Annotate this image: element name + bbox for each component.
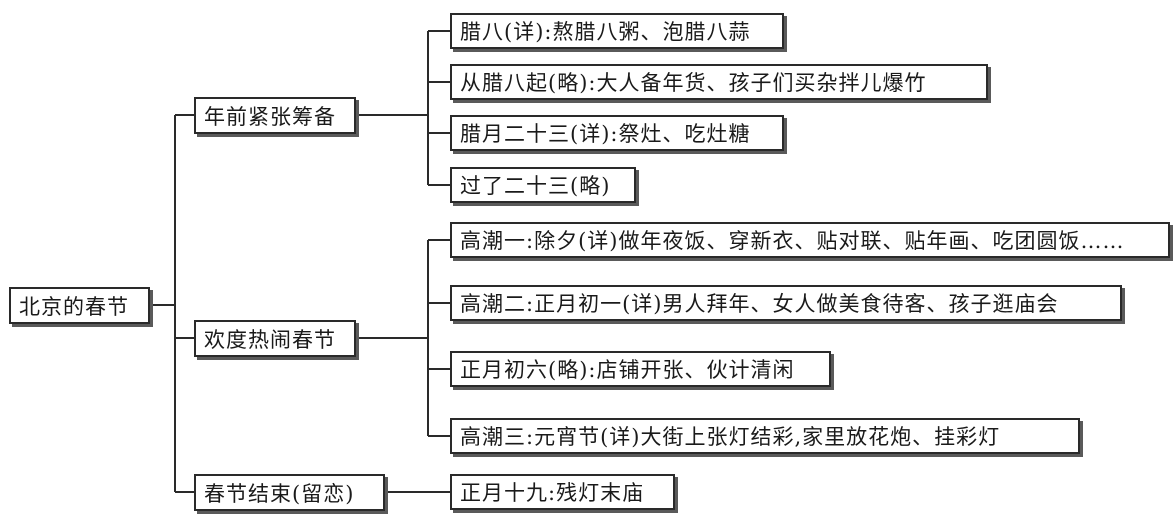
leaf-node: 高潮一:除夕(详)做年夜饭、穿新衣、贴对联、贴年画、吃团圆饭…… bbox=[450, 222, 1170, 258]
branch-node-celebrate: 欢度热闹春节 bbox=[194, 320, 356, 357]
leaf-node: 正月初六(略):店铺开张、伙计清闲 bbox=[450, 351, 831, 387]
leaf-node: 过了二十三(略) bbox=[450, 167, 636, 203]
leaf-node: 从腊八起(略):大人备年货、孩子们买杂拌儿爆竹 bbox=[450, 64, 988, 100]
leaf-node: 高潮二:正月初一(详)男人拜年、女人做美食待客、孩子逛庙会 bbox=[450, 285, 1122, 321]
leaf-node: 正月十九:残灯末庙 bbox=[450, 474, 675, 510]
branch-node-end: 春节结束(留恋) bbox=[194, 474, 385, 511]
leaf-node: 腊月二十三(详):祭灶、吃灶糖 bbox=[450, 115, 784, 151]
leaf-node: 腊八(详):熬腊八粥、泡腊八蒜 bbox=[450, 13, 784, 49]
leaf-node: 高潮三:元宵节(详)大街上张灯结彩,家里放花炮、挂彩灯 bbox=[450, 418, 1080, 454]
branch-node-prep: 年前紧张筹备 bbox=[194, 97, 356, 134]
root-node: 北京的春节 bbox=[9, 287, 150, 324]
